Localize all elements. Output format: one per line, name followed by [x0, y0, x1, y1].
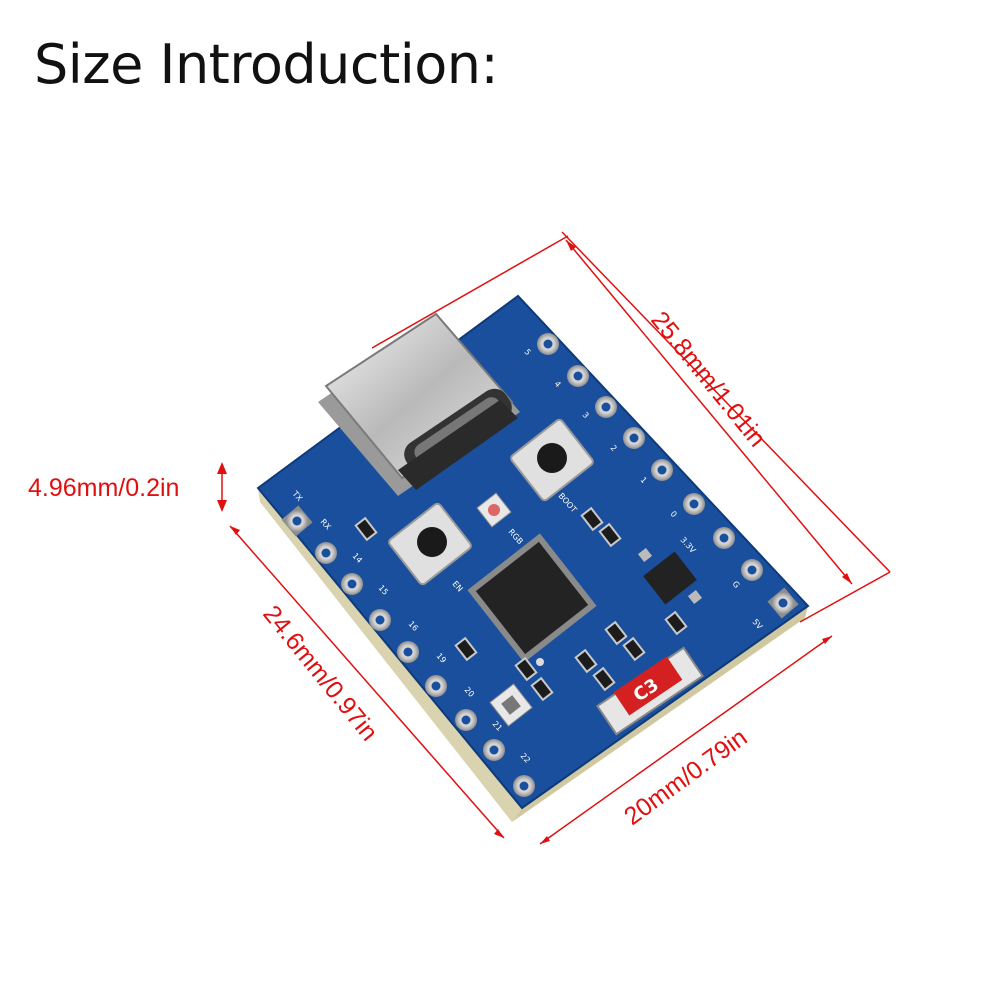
left-pin-header — [281, 505, 535, 797]
c3-antenna — [595, 646, 705, 736]
voltage-regulator — [637, 547, 703, 605]
dimension-lines — [217, 231, 891, 845]
silk-pin-0: 0 — [669, 509, 679, 519]
silk-pin-3: 3 — [581, 410, 591, 420]
usb-c-connector — [318, 312, 520, 496]
right-pin-header — [537, 333, 799, 619]
silk-pin-1: 1 — [639, 475, 649, 485]
silk-pin-2: 2 — [609, 443, 619, 453]
page-title: Size Introduction: — [34, 33, 499, 96]
silk-g: G — [731, 579, 742, 590]
en-button — [388, 502, 472, 586]
smd-components — [354, 506, 688, 702]
dimension-thickness-label: 4.96mm/0.2in — [28, 474, 179, 502]
mcu-chip — [467, 533, 597, 666]
boot-button — [510, 418, 594, 502]
silk-pin-5: 5 — [523, 347, 533, 357]
circuit-board: C3 TX RX EN BOOT RGB 3.3V G 5V 5 4 3 2 1… — [256, 294, 810, 822]
dimension-diagonal-label: 25.8mm/1.01in — [645, 306, 771, 452]
silk-pin-4: 4 — [553, 379, 563, 389]
